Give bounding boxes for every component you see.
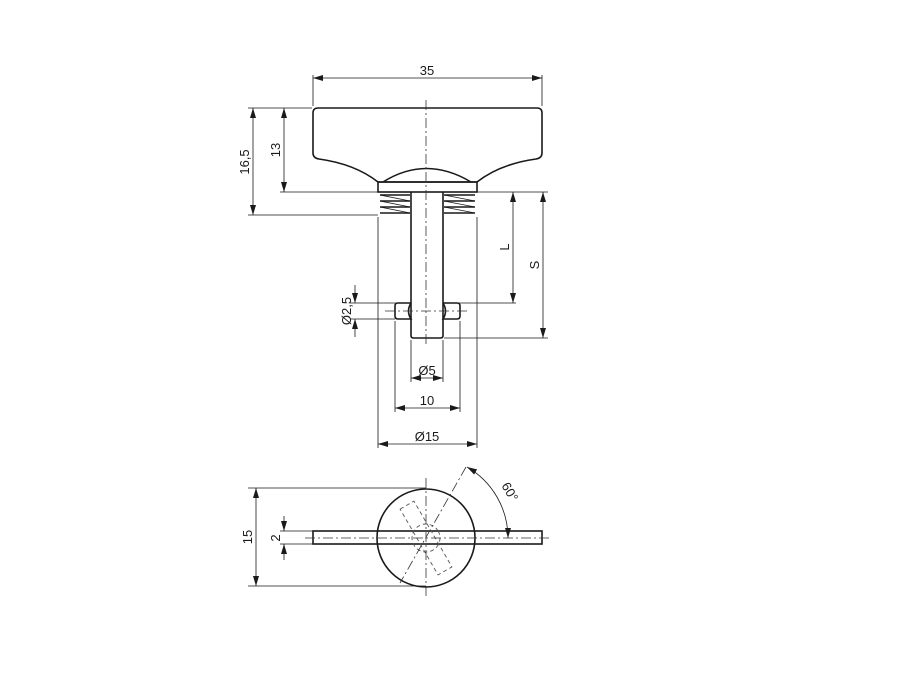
cross-pin xyxy=(394,302,461,320)
dim-knob-height: 13 xyxy=(268,143,283,157)
dim-bottom-dia: 15 xyxy=(240,530,255,544)
dim-length-S: S xyxy=(527,260,542,269)
dim-cross-pin-dia: Ø2,5 xyxy=(339,297,354,325)
dim-pin-dia: Ø5 xyxy=(418,363,435,378)
spring xyxy=(379,194,476,214)
hidden-pin xyxy=(399,500,453,576)
dim-flange-dia: Ø15 xyxy=(415,429,440,444)
flange xyxy=(377,181,478,193)
dim-knob-width: 35 xyxy=(420,63,434,78)
pin-shaft xyxy=(410,192,444,339)
bottom-view: 15 2 60° xyxy=(240,466,550,598)
side-view: 35 16,5 13 L S Ø2,5 Ø5 10 Ø15 xyxy=(237,63,548,448)
dim-angle: 60° xyxy=(498,479,521,504)
cross-bar xyxy=(312,530,543,545)
dim-stroke-L: L xyxy=(497,243,512,250)
dim-total-height: 16,5 xyxy=(237,149,252,174)
dim-bar-width: 2 xyxy=(268,534,283,541)
dim-cross-pin-length: 10 xyxy=(420,393,434,408)
knob-outline xyxy=(312,107,543,183)
knob-dome xyxy=(382,167,472,183)
